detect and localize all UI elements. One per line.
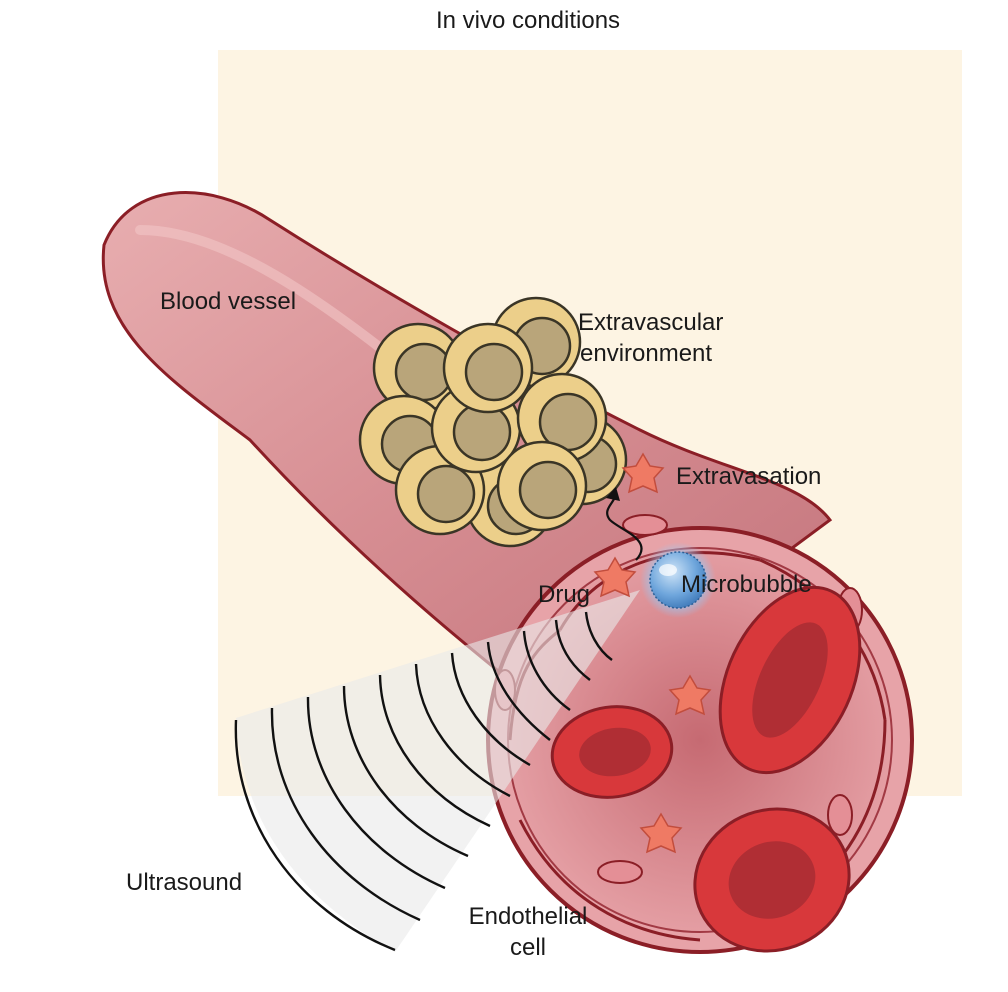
star-icon bbox=[593, 556, 637, 598]
extravasation-arrow bbox=[606, 491, 643, 561]
tissue-cell bbox=[496, 440, 588, 532]
label-extravascular-line1: Extravascular bbox=[578, 309, 723, 336]
red-blood-cell bbox=[718, 585, 862, 775]
label-blood-vessel: Blood vessel bbox=[160, 288, 296, 315]
ultrasound-waves bbox=[234, 611, 613, 952]
star-icon bbox=[621, 452, 665, 494]
red-blood-cell bbox=[550, 705, 674, 799]
tissue-cell bbox=[372, 322, 464, 414]
bubble-icon bbox=[640, 542, 716, 618]
label-extravasation: Extravasation bbox=[676, 463, 821, 490]
label-ultrasound: Ultrasound bbox=[126, 869, 242, 896]
ultrasound-beam bbox=[236, 590, 640, 952]
endothelial-nucleus bbox=[597, 860, 643, 884]
label-microbubble: Microbubble bbox=[681, 571, 812, 598]
endothelial-nucleus bbox=[827, 794, 853, 836]
tissue-cell-cluster bbox=[358, 296, 628, 548]
label-endothelial-line1: Endothelial bbox=[469, 903, 588, 930]
red-blood-cells bbox=[550, 585, 862, 953]
red-blood-cell bbox=[693, 807, 851, 953]
label-endothelial-line2: cell bbox=[510, 934, 546, 961]
diagram-title: In vivo conditions bbox=[436, 7, 620, 34]
star-icon bbox=[668, 674, 712, 716]
tissue-cell bbox=[442, 322, 534, 414]
label-extravascular-line2: environment bbox=[580, 340, 712, 367]
arrow-head bbox=[606, 487, 620, 501]
endothelial-nucleus bbox=[622, 514, 668, 536]
label-drug: Drug bbox=[538, 581, 590, 608]
drug-stars bbox=[593, 452, 712, 854]
star-icon bbox=[639, 812, 683, 854]
